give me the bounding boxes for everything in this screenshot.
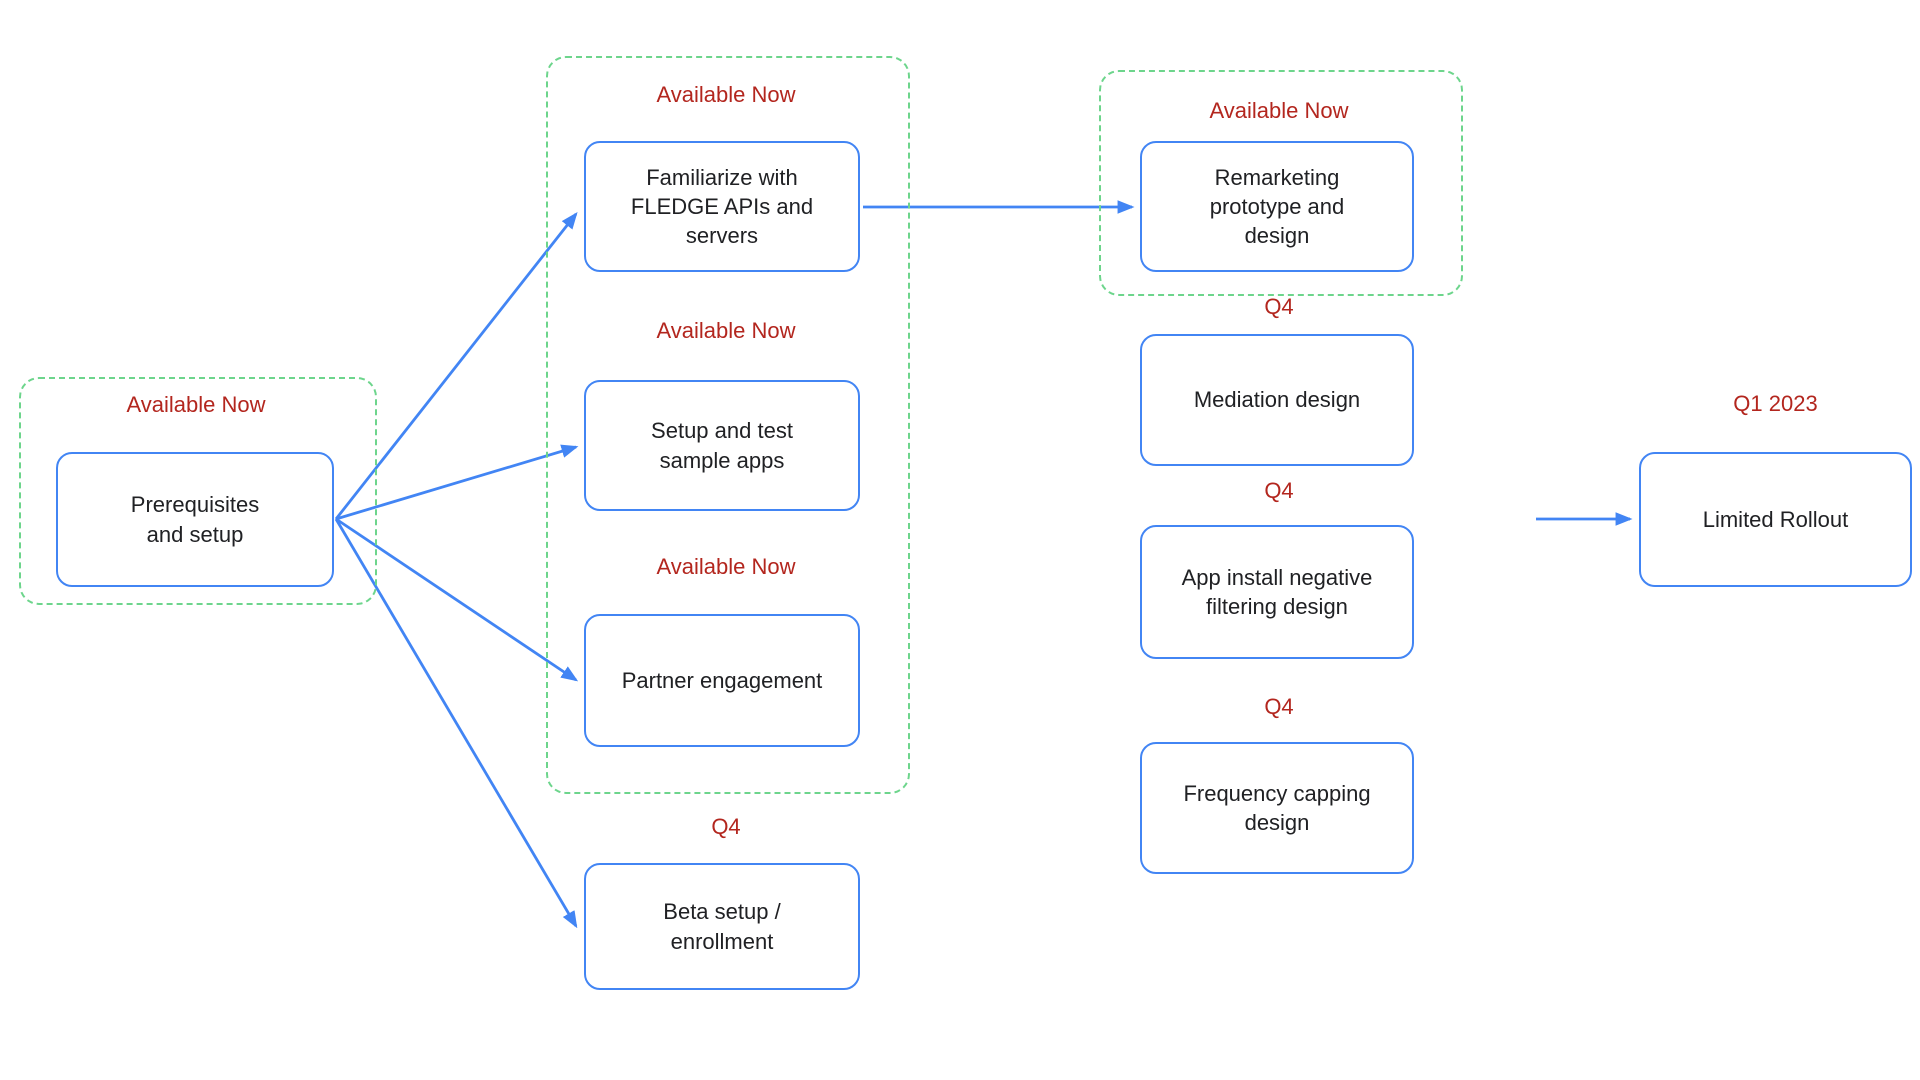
node-mediation-label: Mediation design (1193, 387, 1361, 413)
badge-q4-mediation: Q4 (1264, 294, 1294, 319)
node-app-install-negative-filtering: App install negative filtering design (1140, 525, 1414, 659)
badge-q1-2023-limited-rollout: Q1 2023 (1733, 391, 1818, 416)
badge-q4-beta: Q4 (711, 814, 741, 839)
node-mediation-design: Mediation design (1140, 334, 1414, 466)
badge-available-now-setup-test: Available Now (656, 318, 796, 343)
node-remarketing-prototype: Remarketing prototype and design (1140, 141, 1414, 272)
node-frequency-capping-design: Frequency capping design (1140, 742, 1414, 874)
badge-available-now-partner: Available Now (656, 554, 796, 579)
node-beta-setup-enrollment: Beta setup / enrollment (584, 863, 860, 990)
node-familiarize-fledge-apis: Familiarize with FLEDGE APIs and servers (584, 141, 860, 272)
badge-q4-frequency: Q4 (1264, 694, 1294, 719)
node-app-install-label: App install negative filtering design (1181, 564, 1373, 619)
group-middle-available-now (546, 56, 910, 794)
node-setup-test-sample-apps: Setup and test sample apps (584, 380, 860, 511)
node-prerequisites-label: Prerequisites and setup (130, 492, 260, 547)
node-limited-rollout: Limited Rollout (1639, 452, 1912, 587)
badge-available-now-remarketing: Available Now (1209, 98, 1349, 123)
node-partner-engagement: Partner engagement (584, 614, 860, 747)
node-frequency-label: Frequency capping design (1183, 780, 1371, 835)
badge-q4-app-install: Q4 (1264, 478, 1294, 503)
node-setup-test-label: Setup and test sample apps (651, 418, 793, 473)
node-limited-rollout-label: Limited Rollout (1702, 506, 1849, 532)
node-beta-label: Beta setup / enrollment (663, 899, 781, 954)
group-prerequisites-available-now (19, 377, 377, 605)
node-partner-label: Partner engagement (621, 667, 823, 693)
node-remarketing-label: Remarketing prototype and design (1209, 164, 1345, 249)
node-familiarize-label: Familiarize with FLEDGE APIs and servers (630, 164, 814, 249)
badge-available-now-prerequisites: Available Now (126, 392, 266, 417)
group-remarketing-available-now (1099, 70, 1463, 296)
badge-available-now-familiarize: Available Now (656, 82, 796, 107)
node-prerequisites-and-setup: Prerequisites and setup (56, 452, 334, 587)
